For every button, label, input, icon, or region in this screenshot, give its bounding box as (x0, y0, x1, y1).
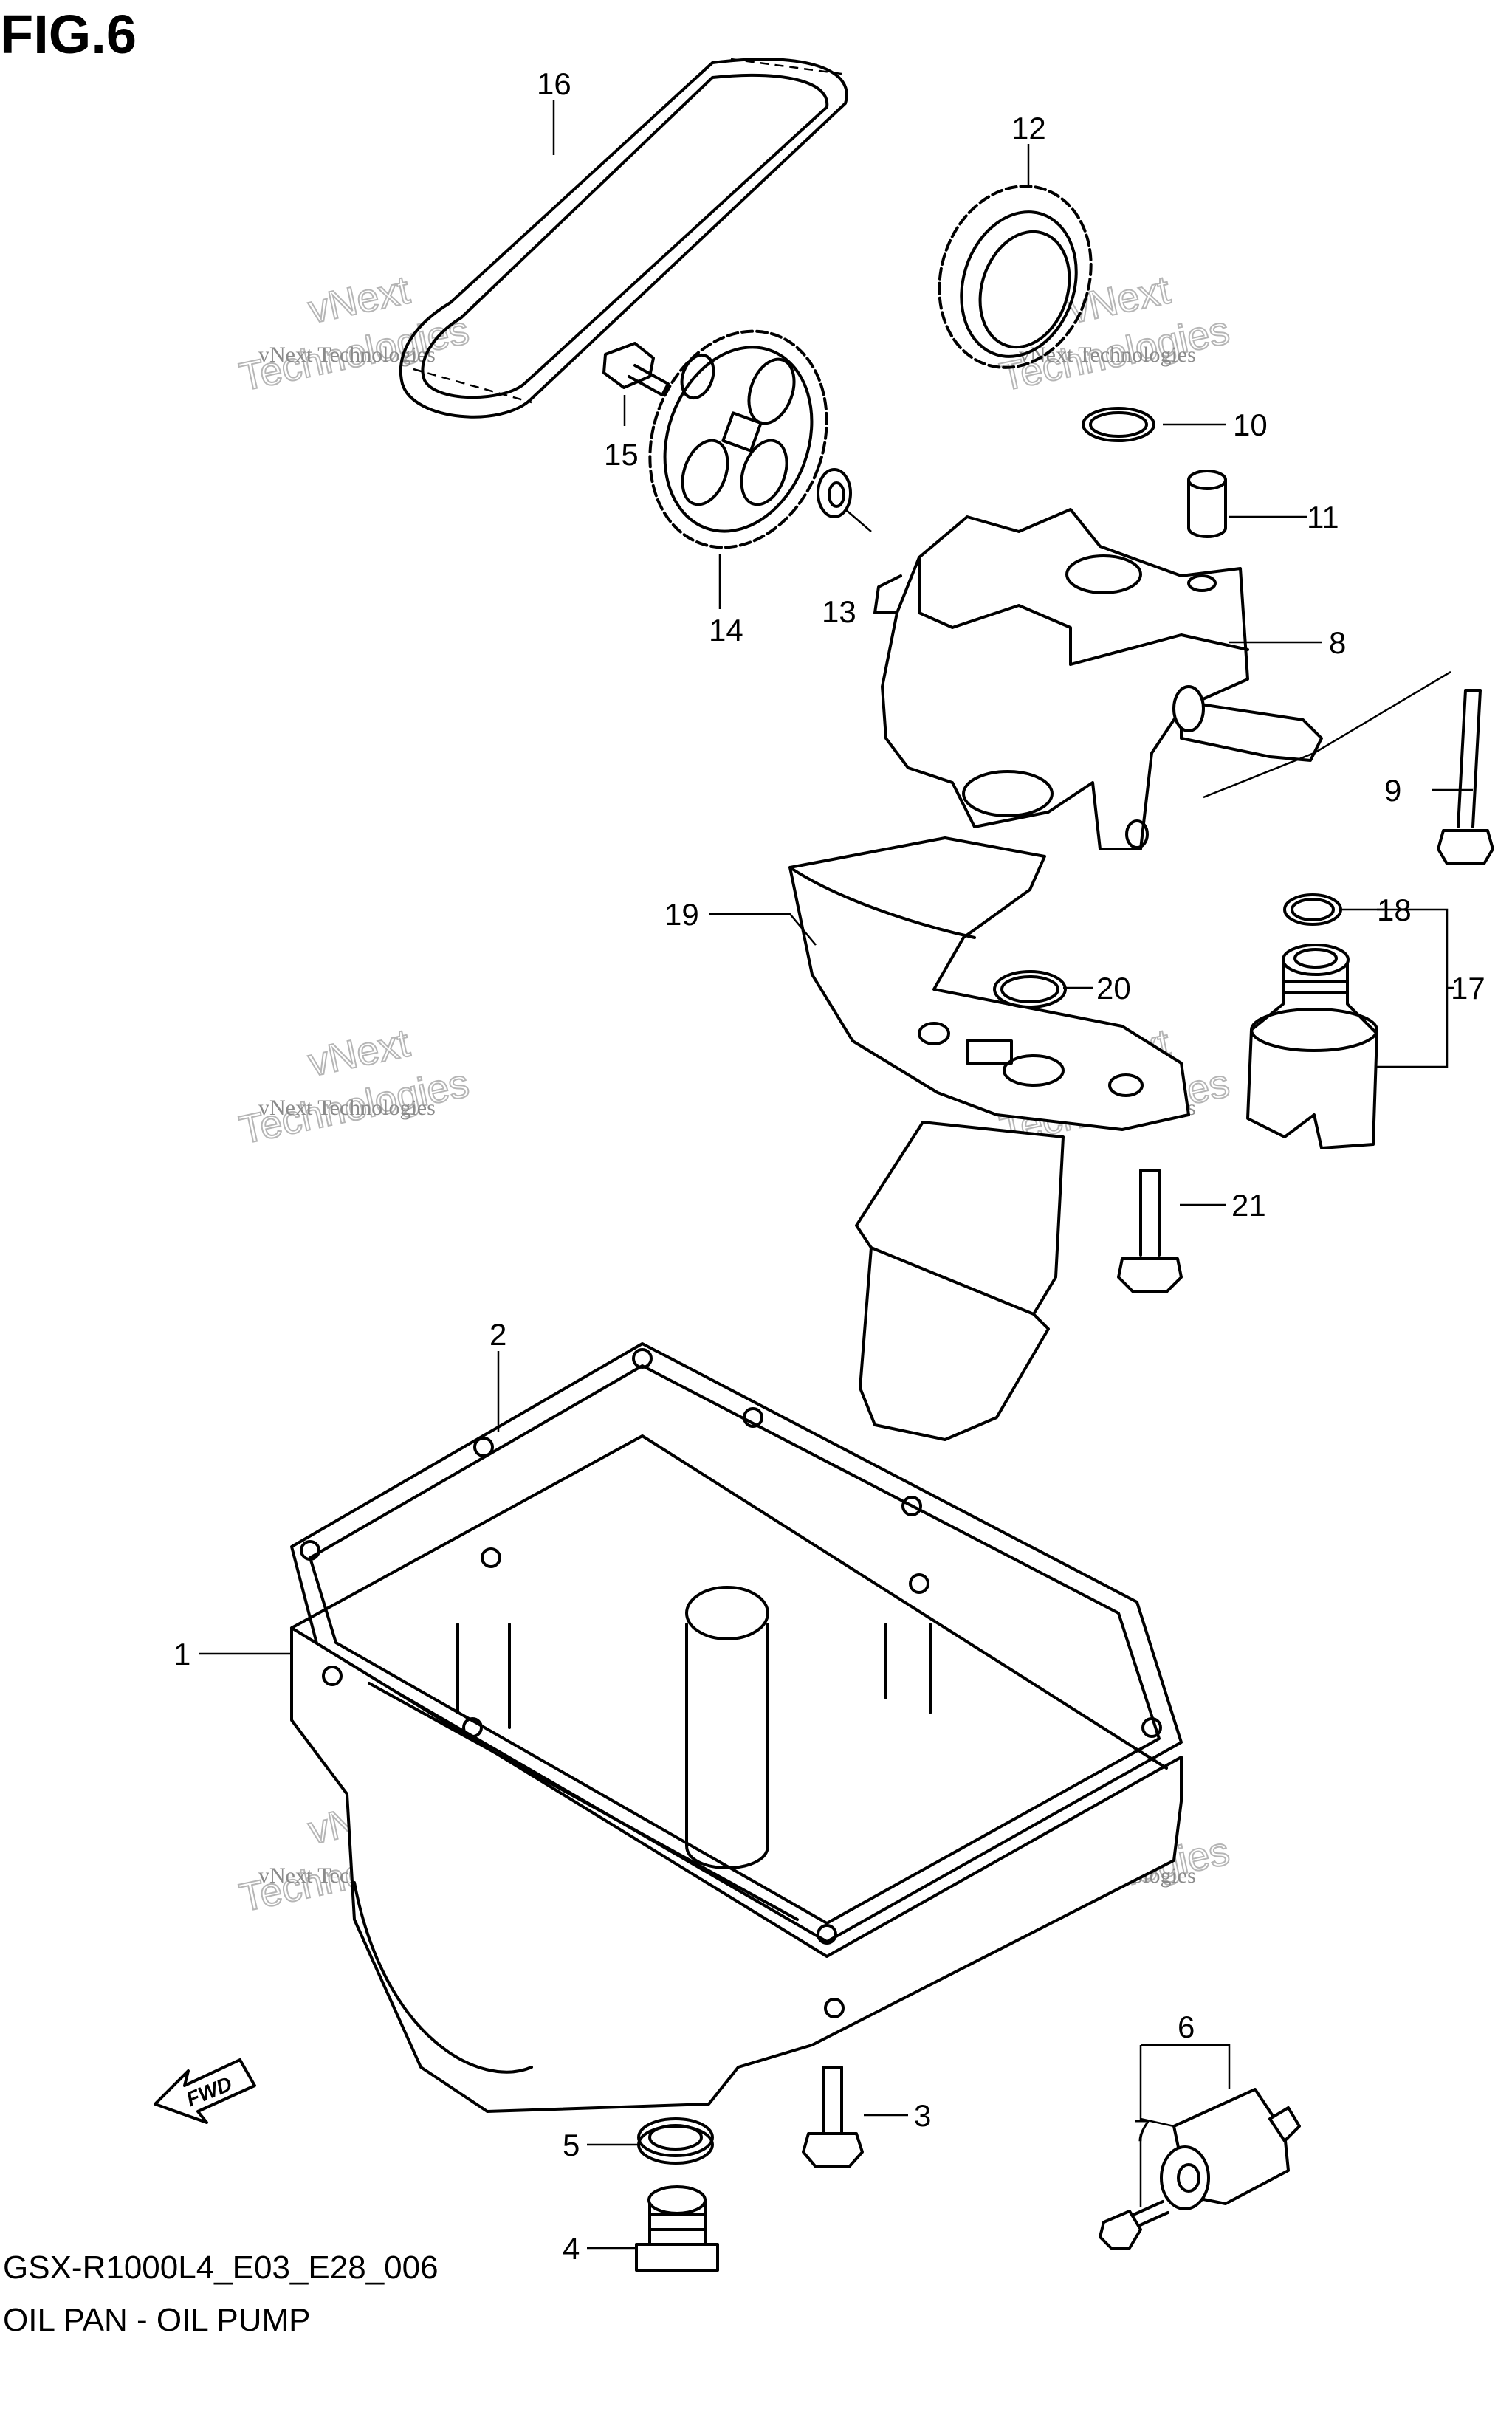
drawing-name: OIL PAN - OIL PUMP (3, 2302, 311, 2338)
part-16-chain[interactable] (399, 58, 848, 419)
part-6-oil-pressure-switch[interactable] (1160, 2088, 1301, 2210)
figure-title: FIG.6 (0, 4, 137, 65)
part-4-drain-plug[interactable] (635, 2185, 719, 2272)
part-17-oil-pressure-regulator[interactable] (1246, 944, 1378, 1149)
part-12-drive-gear[interactable] (916, 166, 1113, 388)
watermark-mid-left: vNext Technologies vNext Technologies (235, 1020, 473, 1154)
svg-text:vNext Technologies: vNext Technologies (258, 343, 436, 367)
part-5-gasket[interactable] (637, 2117, 714, 2165)
watermark-top-right: vNext Technologies vNext Technologies (995, 267, 1234, 401)
part-8-oil-pump[interactable] (873, 508, 1323, 850)
callout-10: 10 (1233, 408, 1268, 442)
part-21-bolt[interactable] (1117, 1169, 1183, 1293)
callout-4: 4 (563, 2231, 580, 2266)
part-1-oil-pan[interactable] (290, 1434, 1183, 2113)
callout-11: 11 (1307, 500, 1339, 535)
callout-17: 17 (1451, 971, 1485, 1006)
part-9-long-bolt[interactable] (1203, 670, 1494, 865)
callout-15: 15 (604, 437, 639, 472)
callout-18: 18 (1377, 893, 1412, 927)
leader-lines (199, 100, 1473, 2250)
callout-16: 16 (537, 66, 571, 101)
svg-text:vNext Technologies: vNext Technologies (1019, 343, 1196, 367)
callout-5: 5 (563, 2128, 580, 2162)
callout-21: 21 (1231, 1188, 1266, 1223)
callout-13: 13 (822, 594, 856, 629)
drawing-code: GSX-R1000L4_E03_E28_006 (3, 2250, 439, 2286)
callout-2: 2 (489, 1317, 506, 1352)
callout-19: 19 (664, 897, 699, 932)
callout-14: 14 (709, 613, 743, 647)
callout-12: 12 (1011, 111, 1046, 145)
callout-7: 7 (1133, 2113, 1150, 2148)
callout-3: 3 (914, 2098, 931, 2133)
callout-9: 9 (1384, 773, 1401, 808)
callout-1: 1 (173, 1637, 190, 1671)
svg-text:vNext Technologies: vNext Technologies (258, 1096, 436, 1120)
part-3-bolt[interactable] (802, 2066, 864, 2168)
part-7-screw[interactable] (1099, 2200, 1169, 2250)
part-11-dowel-pin[interactable] (1187, 470, 1227, 538)
callout-labels: 16 12 15 10 11 13 14 8 9 18 17 19 20 21 … (173, 66, 1485, 2266)
part-15-bolt[interactable] (602, 342, 670, 396)
callout-20: 20 (1096, 971, 1131, 1006)
part-13-washer[interactable] (817, 468, 852, 518)
fwd-direction-arrow: FWD (154, 2058, 256, 2124)
part-18-o-ring[interactable] (1283, 893, 1342, 926)
part-14-pump-sprocket[interactable] (621, 306, 856, 573)
callout-8: 8 (1329, 625, 1346, 660)
part-20-o-ring[interactable] (993, 970, 1067, 1008)
part-19-oil-strainer[interactable] (788, 836, 1190, 1441)
watermark-top-left: vNext Technologies vNext Technologies (235, 267, 473, 401)
callout-6: 6 (1178, 2010, 1195, 2044)
part-10-o-ring[interactable] (1082, 407, 1155, 442)
